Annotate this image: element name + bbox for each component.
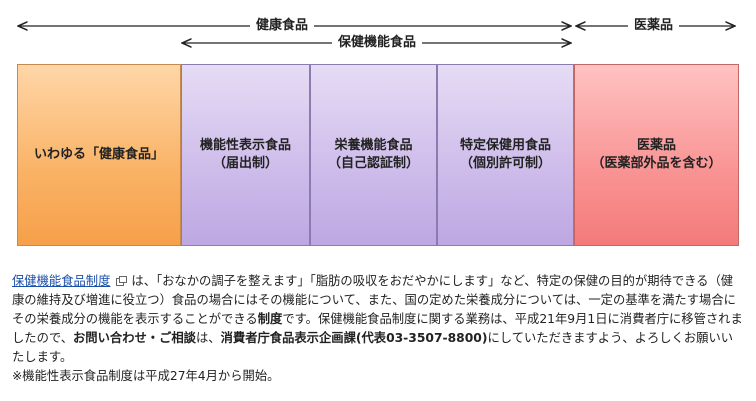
box-nutrient-food: 栄養機能食品 （自己認証制）: [310, 64, 437, 246]
box-medicine: 医薬品 （医薬部外品を含む）: [574, 64, 739, 246]
food-classification-diagram: 健康食品 医薬品 保健機能食品 いわゆる「健康食品」 機能性表示食品 （届出制）…: [0, 18, 739, 246]
start-date-note: ※機能性表示食品制度は平成27年4月から開始。: [12, 369, 280, 383]
fohc-arrow-label: 保健機能食品: [332, 35, 423, 51]
contact-info: 消費者庁食品表示企画課(代表03-3507-8800): [220, 331, 488, 345]
box-functional-food-label: 機能性表示食品: [199, 138, 291, 153]
medicine-arrow-label: 医薬品: [628, 18, 680, 34]
box-functional-food: 機能性表示食品 （届出制）: [181, 64, 310, 246]
description-bold-1: 制度: [257, 312, 283, 326]
description-text-2: です。保健機能食品制度に関する業務は、平成21年9月1日に消費者庁に移管されまし…: [12, 312, 743, 345]
external-link-icon: [116, 276, 128, 286]
fohc-system-link[interactable]: 保健機能食品制度: [12, 274, 111, 288]
box-foshu-sub: （個別許可制）: [459, 156, 551, 171]
box-medicine-sub: （医薬部外品を含む）: [591, 156, 722, 171]
description-text-1: は、「おなかの調子を整えます」「脂肪の吸収をおだやかにします」など、特定の保健の…: [12, 274, 736, 326]
box-health-food-label: いわゆる「健康食品」: [33, 147, 164, 162]
system-description: 保健機能食品制度は、「おなかの調子を整えます」「脂肪の吸収をおだやかにします」な…: [12, 272, 744, 386]
description-bold-2: お問い合わせ・ご相談: [73, 331, 196, 345]
box-nutrient-food-label: 栄養機能食品: [334, 138, 413, 153]
box-health-food: いわゆる「健康食品」: [17, 64, 181, 246]
box-foshu-label: 特定保健用食品: [459, 138, 551, 153]
description-text-4: にしていただきますよう、よろしくお願いいたします。: [12, 331, 734, 364]
box-foshu: 特定保健用食品 （個別許可制）: [437, 64, 574, 246]
description-paragraph: 保健機能食品制度は、「おなかの調子を整えます」「脂肪の吸収をおだやかにします」な…: [12, 272, 744, 367]
box-functional-food-sub: （届出制）: [212, 156, 278, 171]
box-nutrient-food-sub: （自己認証制）: [327, 156, 419, 171]
description-text-3: は、: [195, 331, 221, 345]
box-medicine-label: 医薬品: [636, 138, 676, 153]
health-food-arrow-label: 健康食品: [250, 18, 315, 34]
